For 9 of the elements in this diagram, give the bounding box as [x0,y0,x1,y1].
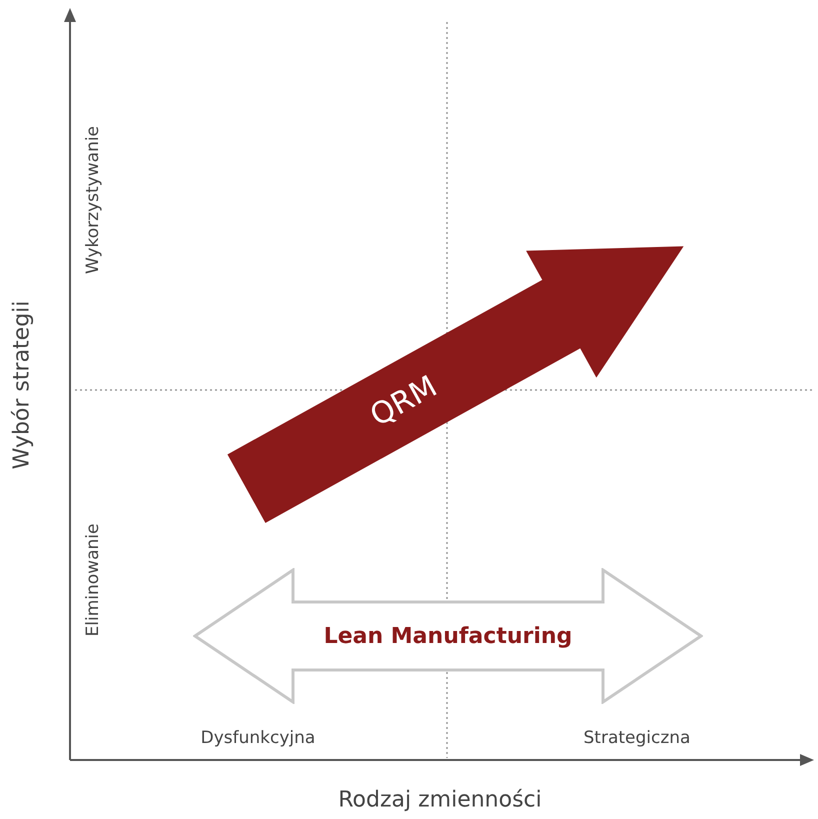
axis-category-label: Eliminowanie [83,524,103,636]
arrow-label: Lean Manufacturing [324,624,572,648]
axis-title: Wybór strategii [10,300,34,470]
axis-title: Rodzaj zmienności [338,788,542,812]
axis-category-label: Wykorzystywanie [83,126,103,274]
axis-category-label: Dysfunkcyjna [200,728,316,748]
axis-category-label: Strategiczna [584,728,690,748]
double-arrow [193,568,703,704]
arrow-label: QRM [364,369,444,434]
